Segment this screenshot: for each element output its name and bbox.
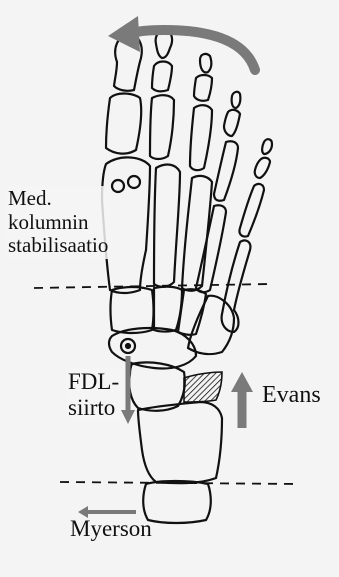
sesamoid-1 [112, 180, 124, 192]
fourth-middle-phalanx [224, 110, 240, 136]
calcaneus [138, 402, 222, 483]
hindfoot-dashed-line [60, 482, 298, 484]
forefoot-rotation-arrow [128, 30, 255, 70]
hallux-proximal-phalanx [106, 94, 141, 154]
third-distal-phalanx [200, 54, 211, 73]
fourth-proximal-phalanx [214, 141, 238, 201]
navicular-tuberosity-dot [126, 344, 130, 348]
forefoot-rotation-arrowhead [108, 16, 140, 52]
midfoot-dashed-line [34, 284, 270, 288]
cuboid [188, 296, 234, 354]
fdl-label-line-2: siirto [68, 395, 119, 421]
third-proximal-phalanx [190, 105, 212, 170]
fifth-proximal-phalanx [239, 184, 264, 237]
fdl-transfer-label: FDL- siirto [66, 368, 121, 422]
fifth-middle-phalanx [255, 158, 270, 178]
medial-column-stabilization-label: Med. kolumnin stabilisaatio [6, 186, 110, 259]
medial-column-label-line-2: kolumnin [8, 211, 108, 235]
second-metatarsal [154, 165, 180, 287]
second-middle-phalanx [152, 62, 172, 92]
lateral-cuneiform [178, 289, 206, 335]
evans-osteotomy-wedge [184, 372, 222, 402]
medial-column-label-line-3: stabilisaatio [8, 234, 108, 258]
second-proximal-phalanx [150, 95, 174, 159]
evans-arrowhead [231, 372, 253, 392]
intermediate-cuneiform [154, 287, 182, 332]
sesamoid-2 [128, 176, 140, 188]
fifth-metatarsal [222, 240, 251, 332]
fourth-metatarsal [196, 205, 226, 292]
myerson-label: Myerson [70, 516, 152, 542]
medial-column-label-line-1: Med. [8, 187, 108, 211]
medial-cuneiform [111, 287, 154, 333]
third-middle-phalanx [194, 75, 212, 101]
calcaneal-tuberosity [143, 481, 211, 523]
fdl-arrowhead [121, 410, 135, 424]
evans-label: Evans [262, 382, 321, 409]
fourth-distal-phalanx [232, 92, 241, 108]
fifth-distal-phalanx [262, 139, 272, 154]
fdl-label-line-1: FDL- [68, 369, 119, 395]
